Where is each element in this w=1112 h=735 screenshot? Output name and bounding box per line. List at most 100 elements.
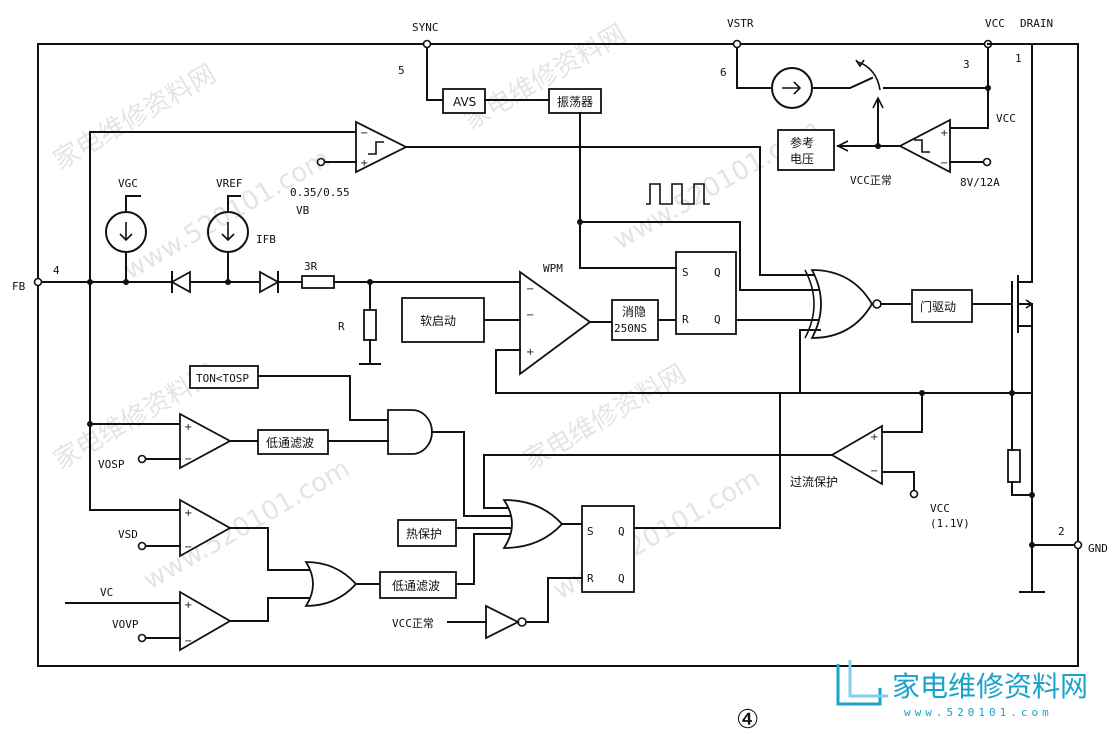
svg-text:−: −: [184, 542, 192, 553]
svg-text:2: 2: [1058, 525, 1065, 538]
ifb-label: IFB: [256, 233, 276, 246]
svg-text:S: S: [587, 525, 594, 538]
blanking-label-1: 消隐: [622, 305, 646, 319]
ton-tosp-label: TON<TOSP: [196, 372, 249, 385]
ovp-comparator: [179, 590, 232, 652]
vsd-comparator: [179, 498, 232, 558]
and-gate: [387, 409, 433, 455]
vcc-normal-label-bottom: VCC正常: [392, 617, 434, 630]
pwm-label: WPM: [543, 262, 563, 275]
svg-text:−: −: [184, 454, 192, 465]
svg-text:−: −: [526, 310, 534, 321]
reference-label-1: 参考: [790, 135, 814, 150]
svg-text:6: 6: [720, 66, 727, 79]
inverter: [485, 604, 521, 640]
vc-label: VC: [100, 586, 113, 599]
pin-gnd: 2 GND: [1058, 525, 1108, 555]
logo-url: www.520101.com: [904, 706, 1053, 719]
lowpass-label-2: 低通滤波: [392, 579, 440, 593]
vsd-label: VSD: [118, 528, 138, 541]
gate-driver-label: 门驱动: [920, 299, 956, 314]
svg-text:DRAIN: DRAIN: [1020, 17, 1053, 30]
svg-text:5: 5: [398, 64, 405, 77]
uvlo-label: 8V/12A: [960, 176, 1000, 189]
lowpass-label-1: 低通滤波: [266, 436, 314, 450]
reference-label-2: 电压: [790, 152, 814, 166]
svg-text:−: −: [870, 466, 878, 477]
vb-threshold-label: 0.35/0.55: [290, 186, 350, 199]
thermal-protection-block: [397, 519, 457, 547]
svg-text:FB: FB: [12, 280, 26, 293]
pwm-flipflop: [675, 251, 737, 335]
figure-number: ④: [736, 705, 759, 735]
reference-voltage-block: [777, 129, 835, 171]
avs-label: AVS: [453, 95, 476, 109]
fault-or-gate: [502, 499, 564, 549]
svg-text:R: R: [587, 572, 594, 585]
pin-fb: FB 4: [12, 264, 60, 293]
watermark-text: 家电维修资料网: [459, 19, 632, 136]
svg-text:−: −: [940, 158, 948, 169]
lowpass-filter-1: [257, 429, 329, 455]
oscillator-label: 振荡器: [557, 95, 593, 109]
vcc-ref-value: (1.1V): [930, 517, 970, 530]
sense-resistor: [1007, 449, 1021, 483]
protection-or-gate: [304, 561, 358, 607]
watermark-text: 家电维修资料网: [519, 359, 692, 476]
svg-text:−: −: [184, 636, 192, 647]
vcc-ref-label: VCC: [930, 502, 950, 515]
blanking-label-2: 250NS: [614, 322, 647, 335]
svg-text:SYNC: SYNC: [412, 21, 439, 34]
vcc-out-label: VCC: [996, 112, 1016, 125]
svg-text:Q: Q: [714, 266, 721, 279]
vovp-label: VOVP: [112, 618, 139, 631]
lowpass-filter-2: [379, 571, 457, 599]
svg-text:4: 4: [53, 264, 60, 277]
resistor-r-label: R: [338, 320, 345, 333]
svg-text:+: +: [184, 508, 192, 519]
diode-1: [170, 270, 191, 294]
chip-outline: [37, 43, 1079, 667]
svg-text:1: 1: [1015, 52, 1022, 65]
vcc-normal-label-top: VCC正常: [850, 174, 892, 187]
pwm-comparator: [519, 270, 592, 376]
svg-text:−: −: [360, 128, 368, 139]
svg-text:Q: Q: [714, 313, 721, 326]
watermark-text: www.520101.com: [549, 464, 766, 606]
overcurrent-label: 过流保护: [790, 475, 838, 489]
svg-text:S: S: [682, 266, 689, 279]
oscillator-block: [548, 88, 602, 114]
svg-text:VSTR: VSTR: [727, 17, 754, 30]
svg-text:+: +: [940, 128, 948, 139]
burst-comparator: [355, 120, 409, 174]
power-mosfet: [1011, 43, 1034, 496]
svg-text:+: +: [184, 422, 192, 433]
output-nor-gate: [810, 269, 874, 339]
vgc-label: VGC: [118, 177, 138, 190]
thermal-label: 热保护: [406, 527, 442, 541]
pin-sync: SYNC 5: [398, 21, 439, 77]
soft-start-label: 软启动: [420, 314, 456, 328]
svg-text:3: 3: [963, 58, 970, 71]
pin-drain: DRAIN 1: [1015, 17, 1053, 65]
soft-start-block: [401, 297, 485, 343]
svg-text:+: +: [870, 432, 878, 443]
svg-text:−: −: [526, 284, 534, 295]
svg-text:+: +: [184, 600, 192, 611]
watermark-text: 家电维修资料网: [49, 59, 222, 176]
clock-waveform: [646, 183, 710, 205]
svg-text:+: +: [526, 347, 534, 358]
svg-text:R: R: [682, 313, 689, 326]
gate-driver-block: [911, 289, 973, 323]
svg-text:Q: Q: [618, 525, 625, 538]
resistor-3r-label: 3R: [304, 260, 318, 273]
resistor-r: [363, 309, 377, 341]
vref-label: VREF: [216, 177, 243, 190]
svg-text:GND: GND: [1088, 542, 1108, 555]
overcurrent-comparator: [830, 424, 883, 486]
svg-text:+: +: [360, 158, 368, 169]
resistor-3r: [301, 275, 335, 289]
svg-text:VCC: VCC: [985, 17, 1005, 30]
vb-label: VB: [296, 204, 310, 217]
